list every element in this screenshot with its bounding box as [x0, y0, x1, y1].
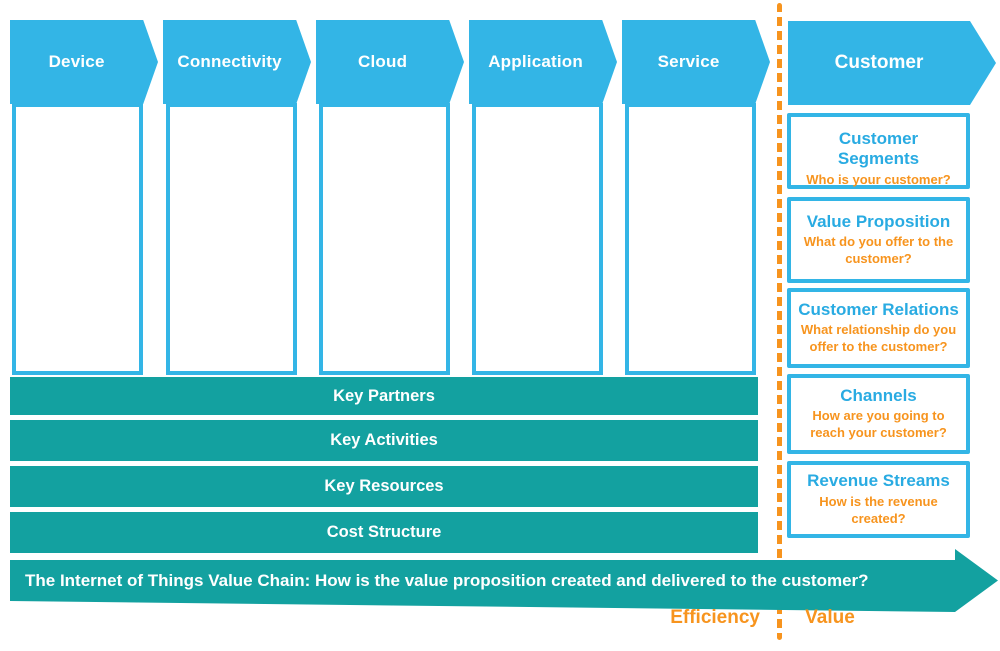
stage-box-application: [472, 103, 603, 375]
stage-box-device: [12, 103, 143, 375]
bar-key-resources: Key Resources: [10, 466, 758, 507]
box-title-channels: Channels: [840, 385, 917, 405]
stage-label-connectivity: Connectivity: [177, 52, 282, 71]
bar-label-key-activities: Key Activities: [330, 431, 438, 449]
stage-box-cloud: [319, 103, 450, 375]
box-question-revenue-streams: How is the revenue created?: [819, 493, 938, 526]
value-chain-arrow-label: The Internet of Things Value Chain: How …: [25, 570, 869, 590]
stage-box-service: [625, 103, 756, 375]
box-question-value-proposition: What do you offer to the customer?: [803, 234, 954, 267]
stage-arrow-device: Device: [10, 20, 158, 104]
value-chain-arrow: The Internet of Things Value Chain: How …: [10, 549, 998, 612]
stage-arrow-application: Application: [469, 20, 617, 104]
bar-cost-structure: Cost Structure: [10, 512, 758, 553]
box-question-customer-relations: What relationship do you offer to the cu…: [800, 322, 957, 355]
stage-label-device: Device: [48, 52, 105, 71]
box-title-revenue-streams: Revenue Streams: [807, 471, 950, 491]
value-label: Value: [805, 607, 855, 628]
bar-label-key-resources: Key Resources: [324, 477, 444, 495]
box-customer-segments: Customer Segments Who is your customer?: [787, 113, 970, 189]
bar-label-cost-structure: Cost Structure: [326, 523, 442, 541]
stage-label-application: Application: [488, 52, 583, 71]
efficiency-value-divider-line: [777, 3, 782, 640]
box-customer-relations: Customer Relations What relationship do …: [787, 288, 970, 368]
box-revenue-streams: Revenue Streams How is the revenue creat…: [787, 461, 970, 538]
box-title-customer-segments: Customer Segments: [837, 129, 920, 169]
box-value-proposition: Value Proposition What do you offer to t…: [787, 197, 970, 283]
stage-arrow-service: Service: [622, 20, 770, 104]
efficiency-label: Efficiency: [670, 607, 760, 628]
stage-arrow-cloud: Cloud: [316, 20, 464, 104]
box-question-customer-segments: Who is your customer?: [806, 171, 951, 187]
stage-box-connectivity: [166, 103, 297, 375]
stage-label-cloud: Cloud: [358, 52, 408, 71]
box-title-customer-relations: Customer Relations: [798, 299, 959, 319]
stage-arrow-connectivity: Connectivity: [163, 20, 311, 104]
bar-label-key-partners: Key Partners: [333, 386, 435, 405]
bar-key-activities: Key Activities: [10, 420, 758, 461]
bar-key-partners: Key Partners: [10, 377, 758, 415]
stage-label-service: Service: [657, 52, 720, 71]
customer-label: Customer: [834, 52, 924, 73]
box-channels: Channels How are you going to reach your…: [787, 374, 970, 454]
box-question-channels: How are you going to reach your customer…: [810, 408, 947, 441]
box-title-value-proposition: Value Proposition: [806, 211, 951, 231]
customer-arrow: Customer: [788, 21, 996, 105]
